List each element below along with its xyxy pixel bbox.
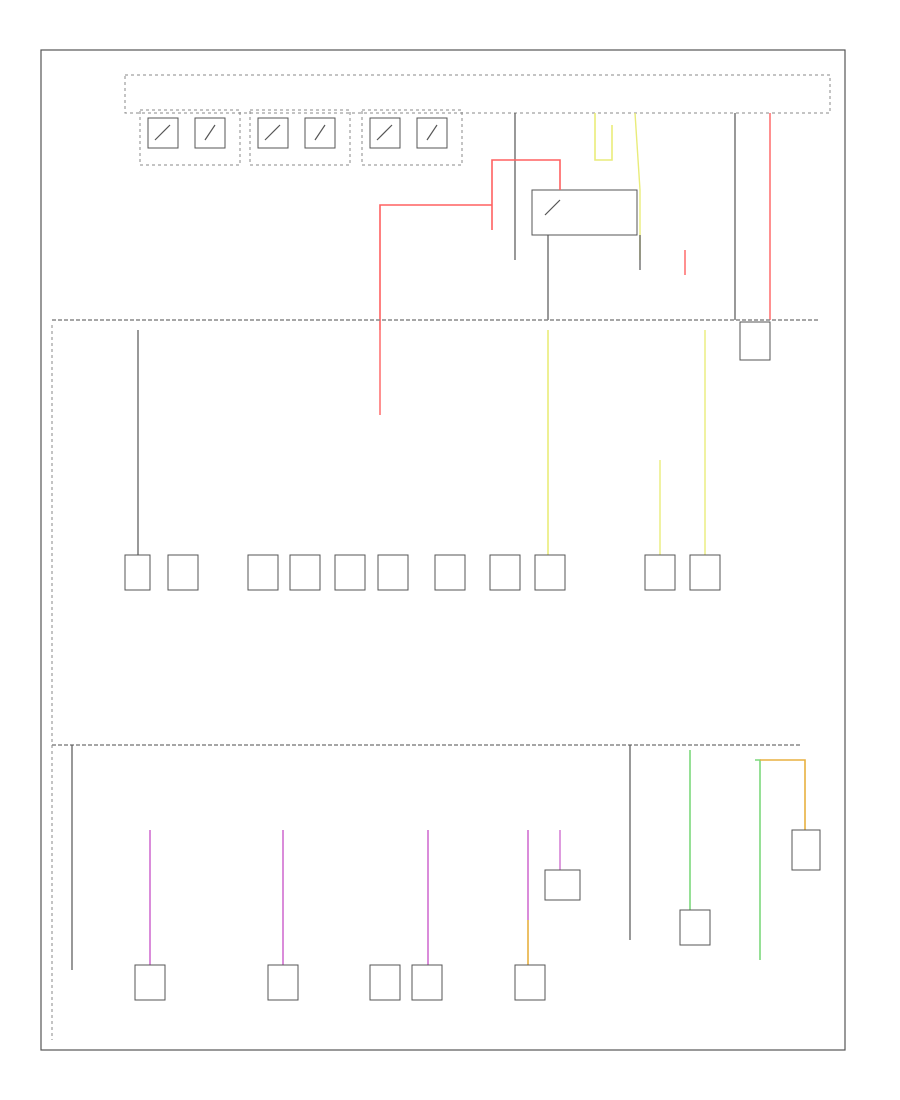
wire-red-relay bbox=[491, 159, 561, 230]
relay-group-left bbox=[139, 109, 241, 166]
fuse-box-right bbox=[739, 321, 771, 361]
outer-frame bbox=[40, 49, 846, 1051]
wire-yellow-top bbox=[634, 112, 641, 260]
upper-components bbox=[124, 554, 721, 591]
fuse-box-outline bbox=[124, 74, 831, 114]
relay-group-middle bbox=[249, 109, 351, 166]
wire-yellow-loop bbox=[594, 113, 613, 161]
lower-components bbox=[134, 829, 821, 1001]
wire-red-main bbox=[379, 204, 492, 330]
main-relay bbox=[531, 189, 638, 236]
relay-group-right bbox=[361, 109, 463, 166]
